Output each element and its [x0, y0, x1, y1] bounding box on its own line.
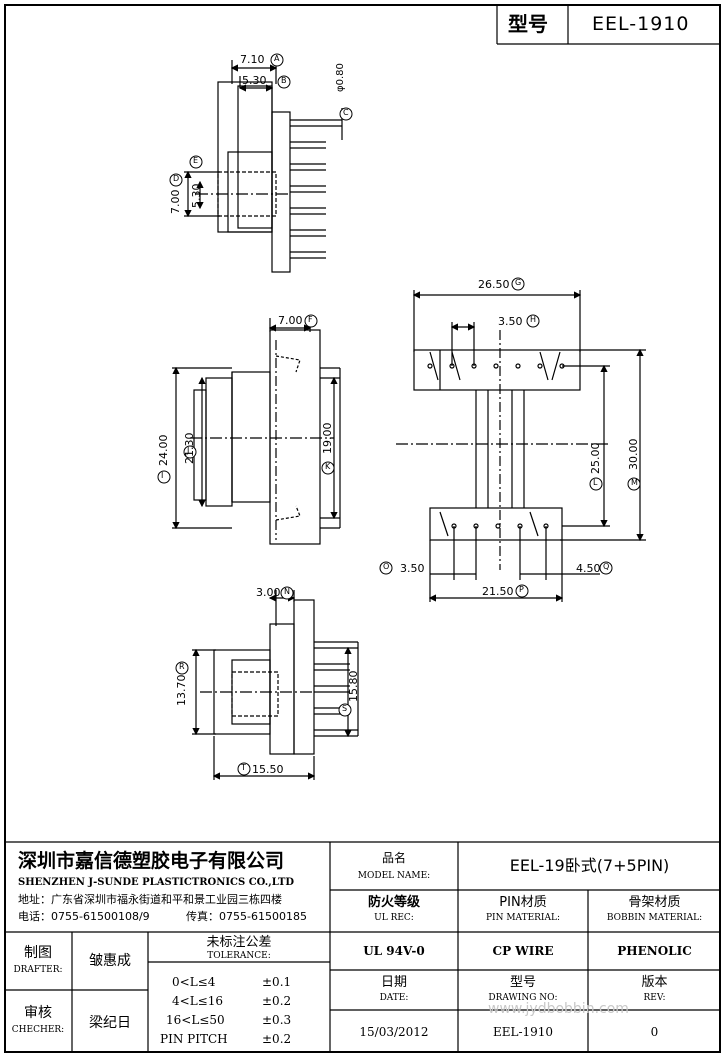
company-name-cn: 深圳市嘉信德塑胶电子有限公司: [18, 850, 285, 872]
date-label-en: DATE:: [379, 993, 409, 1003]
dim-a-tag: A: [274, 54, 280, 63]
sheet-border: [4, 4, 721, 1053]
dim-h-value: 3.50: [498, 315, 523, 328]
dim-g-value: 26.50: [478, 278, 510, 291]
dim-s-value: 15.80: [347, 670, 360, 703]
dim-o-value: 3.50: [400, 562, 425, 575]
tolerance-range-4: PIN PITCH: [160, 1032, 228, 1046]
pin-material-label-cn: PIN材质: [499, 895, 547, 910]
dim-m-value: 30.00: [627, 438, 640, 471]
dim-t-value: 15.50: [252, 763, 284, 776]
dim-b-value: 5.30: [242, 74, 267, 87]
tolerance-label-en: TOLERANCE:: [207, 951, 271, 961]
dim-o-tag: O: [383, 562, 390, 571]
dim-k-tag: K: [325, 462, 331, 471]
dim-l-value: 25.00: [589, 442, 602, 475]
tolerance-range-2: 4<L≤16: [172, 994, 223, 1008]
model-name-label-cn: 品名: [381, 851, 406, 865]
tolerance-value-2: ±0.2: [262, 994, 292, 1008]
dim-j-tag: J: [187, 446, 190, 455]
dim-g-tag: G: [515, 278, 522, 287]
drafter-name: 皱惠成: [89, 953, 131, 969]
tolerance-label-cn: 未标注公差: [206, 935, 272, 950]
company-phone: 电话：0755-61500108/9: [18, 910, 150, 923]
dim-c-tag: C: [343, 108, 349, 117]
dim-d-tag: D: [173, 174, 180, 183]
dim-c-value: φ0.80: [335, 63, 346, 92]
front-view: [172, 318, 341, 545]
title-block-grid: [4, 841, 721, 1053]
dim-f-value: 7.00: [278, 314, 303, 327]
header-type-label: 型号: [508, 12, 548, 36]
bobbin-material-value: PHENOLIC: [617, 944, 692, 958]
checker-name: 梁纪日: [89, 1015, 131, 1031]
date-label-cn: 日期: [380, 975, 407, 990]
dim-s-tag: S: [342, 704, 348, 713]
lower-side-view: [192, 590, 359, 780]
rev-label-cn: 版本: [641, 975, 668, 990]
dim-p-tag: P: [519, 585, 524, 594]
model-name-label-en: MODEL NAME:: [357, 871, 431, 881]
dim-q-value: 4.50: [576, 562, 601, 575]
bobbin-material-label-cn: 骨架材质: [628, 895, 681, 910]
dim-q-tag: Q: [603, 562, 610, 571]
rev-value: 0: [650, 1025, 659, 1039]
dim-p-value: 21.50: [482, 585, 514, 598]
dim-r-tag: R: [179, 662, 185, 671]
ul-label-en: UL REC:: [374, 913, 414, 923]
bobbin-material-label-en: BOBBIN MATERIAL:: [606, 913, 703, 923]
drafter-label-cn: 制图: [24, 945, 52, 961]
dim-l-tag: L: [593, 478, 598, 487]
bottom-view: [396, 290, 646, 602]
dim-n-value: 3.00: [256, 586, 281, 599]
company-fax: 传真：0755-61500185: [186, 910, 307, 923]
dim-a-value: 7.10: [240, 53, 265, 66]
pin-material-label-en: PIN MATERIAL:: [486, 913, 560, 923]
header-model: EEL-1910: [592, 13, 690, 35]
watermark: www.jydbobbin.com: [488, 1001, 629, 1017]
dim-d-value: 7.00: [169, 189, 182, 215]
dim-r-value: 13.70: [175, 674, 188, 707]
ul-value: UL 94V-0: [363, 944, 425, 958]
drafter-label-en: DRAFTER:: [13, 965, 63, 975]
model-name-value: EEL-19卧式(7+5PIN): [509, 856, 670, 875]
dim-j-value: 21.30: [183, 432, 196, 465]
drawing-no-label-en: DRAWING NO:: [488, 993, 558, 1003]
dim-e-tag: E: [193, 156, 199, 165]
dim-m-tag: M: [631, 478, 638, 487]
tolerance-value-4: ±0.2: [262, 1032, 292, 1046]
rev-label-en: REV:: [643, 993, 666, 1003]
tolerance-range-3: 16<L≤50: [166, 1013, 225, 1027]
company-name-en: SHENZHEN J-SUNDE PLASTICTRONICS CO.,LTD: [18, 877, 295, 888]
dim-k-value: 19.00: [321, 422, 334, 455]
tolerance-value-3: ±0.3: [262, 1013, 292, 1027]
pin-material-value: CP WIRE: [492, 944, 554, 958]
company-address: 地址：广东省深圳市福永街道和平和景工业园三栋四楼: [18, 893, 282, 906]
drawing-no-value: EEL-1910: [492, 1025, 554, 1039]
dim-n-tag: N: [284, 587, 290, 596]
dim-i-value: 24.00: [157, 434, 170, 467]
date-value: 15/03/2012: [359, 1025, 429, 1039]
dim-f-tag: F: [308, 315, 313, 324]
tolerance-range-1: 0<L≤4: [172, 975, 216, 989]
ul-label-cn: 防火等级: [367, 895, 420, 910]
dim-e-value: 5.30: [190, 183, 203, 209]
checker-label-cn: 审核: [24, 1005, 52, 1021]
dim-b-tag: B: [281, 76, 287, 85]
top-side-view: [184, 60, 343, 273]
tolerance-value-1: ±0.1: [262, 975, 292, 989]
drawing-no-label-cn: 型号: [509, 975, 536, 990]
dim-h-tag: H: [530, 315, 537, 324]
dim-i-tag: I: [161, 471, 164, 480]
dim-t-tag: T: [241, 763, 246, 772]
checker-label-en: CHECHER:: [11, 1025, 65, 1035]
